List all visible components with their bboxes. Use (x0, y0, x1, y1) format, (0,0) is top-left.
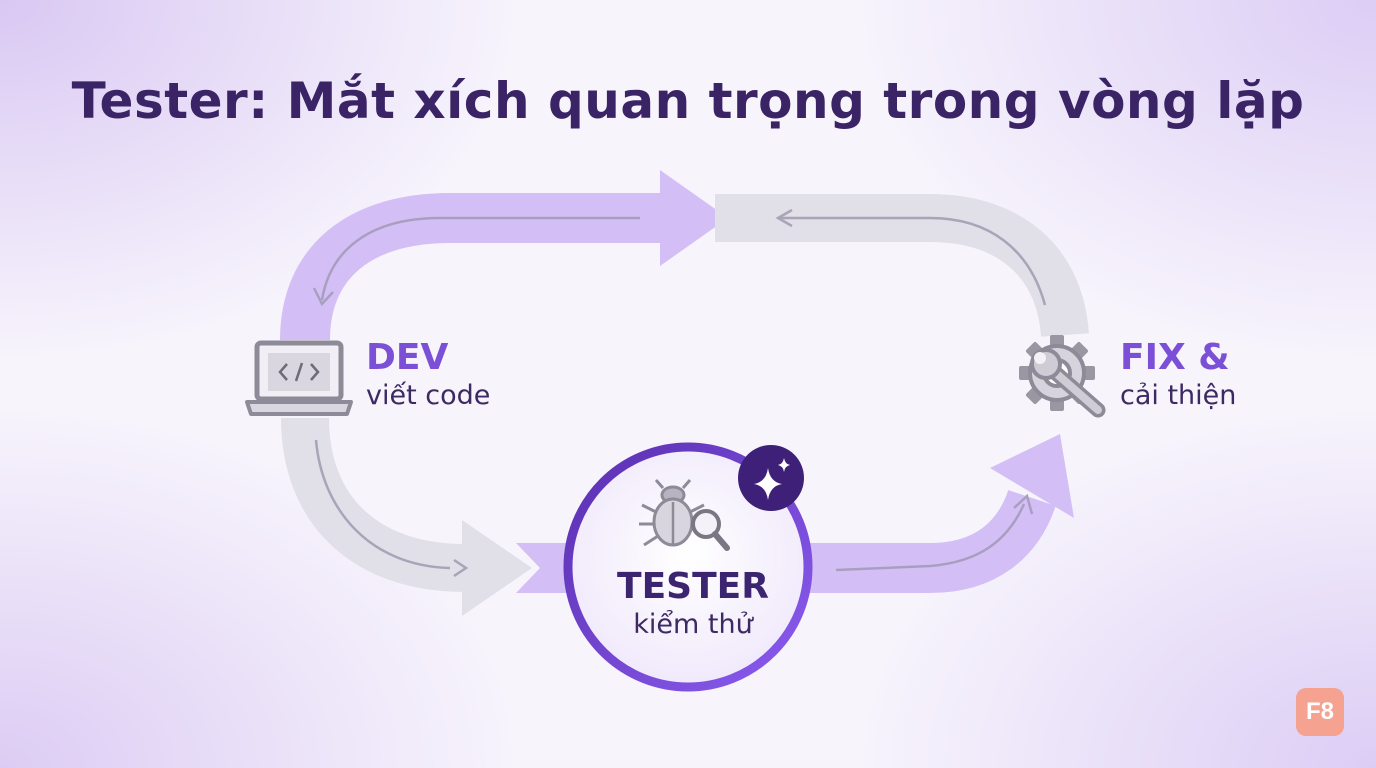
tester-node (563, 442, 813, 692)
dev-subtitle: viết code (366, 380, 491, 411)
arrow-tester-in (516, 543, 575, 593)
page-title: Tester: Mắt xích quan trọng trong vòng l… (71, 72, 1305, 130)
arrow-dev-to-top (280, 170, 728, 341)
dev-title: DEV (366, 337, 449, 378)
arrow-tester-to-fix (800, 434, 1074, 593)
fix-title: FIX & (1120, 337, 1230, 378)
fix-subtitle: cải thiện (1120, 380, 1237, 411)
fix-label: FIX & cải thiện (1120, 338, 1236, 414)
sparkle-icon (738, 445, 804, 511)
f8-logo: F8 (1296, 688, 1344, 736)
gear-wrench-icon (1019, 335, 1106, 418)
tester-title: TESTER (617, 566, 769, 607)
arrow-dev-to-tester (281, 417, 532, 616)
bug-magnifier-icon (639, 479, 730, 551)
tester-subtitle: kiểm thử (633, 609, 753, 640)
dev-label: DEV viết code (366, 338, 490, 414)
laptop-code-icon (245, 340, 353, 416)
arrow-top-to-fix (715, 194, 1089, 338)
tester-label: TESTER kiểm thử (576, 566, 810, 642)
